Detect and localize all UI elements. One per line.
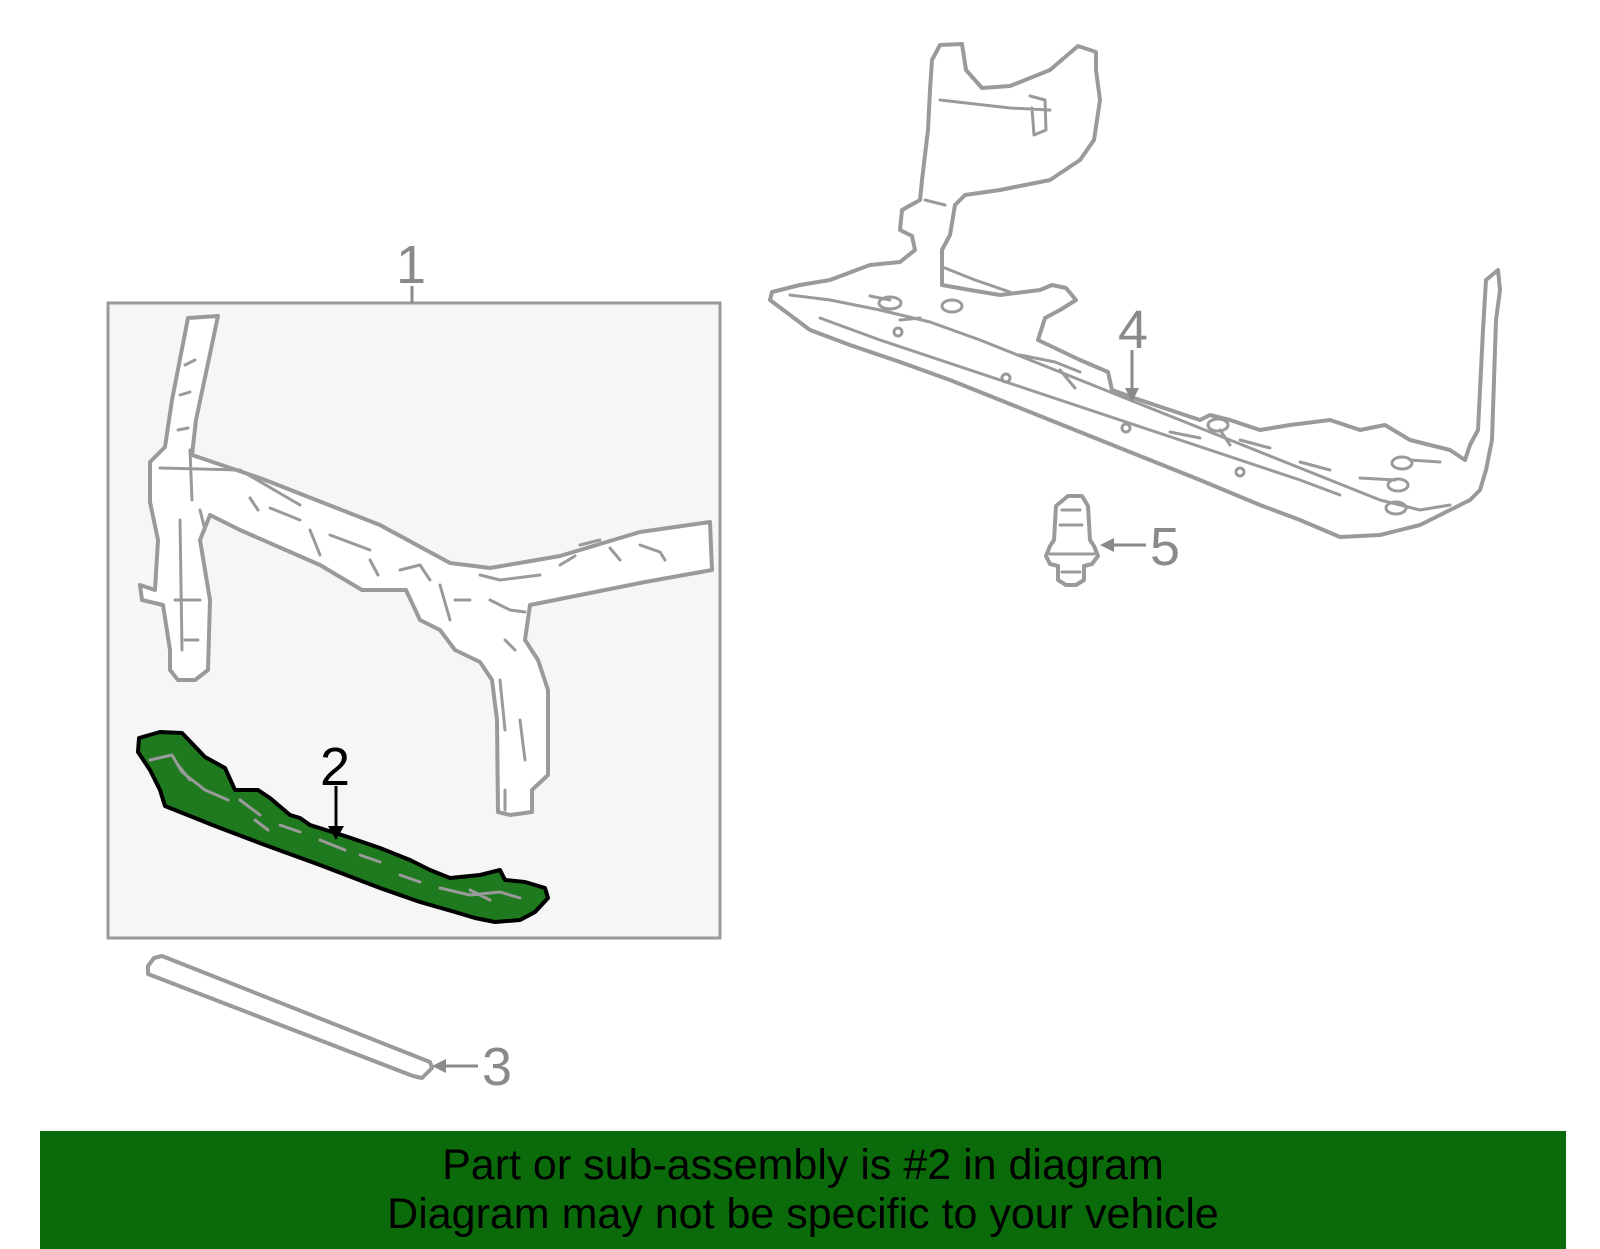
parts-diagram: 1 2 3 4 5 (106, 42, 1502, 1097)
callout-1-label: 1 (396, 235, 426, 295)
callout-2-label: 2 (320, 737, 350, 797)
radiator-support (138, 314, 714, 817)
callout-3-arrowhead (432, 1059, 446, 1073)
seal-strip (146, 954, 434, 1080)
callout-3-label: 3 (482, 1037, 512, 1097)
callout-5-arrowhead (1100, 538, 1114, 552)
callout-5-label: 5 (1150, 517, 1180, 577)
clip-fastener (1044, 494, 1100, 587)
banner-line-2: Diagram may not be specific to your vehi… (387, 1190, 1219, 1238)
info-banner: Part or sub-assembly is #2 in diagram Di… (40, 1131, 1566, 1249)
splash-shield (768, 42, 1502, 539)
banner-line-1: Part or sub-assembly is #2 in diagram (442, 1141, 1164, 1189)
callout-4-arrowhead (1125, 388, 1139, 402)
callout-4-label: 4 (1118, 300, 1148, 360)
highlighted-part-2 (136, 730, 550, 924)
callout-2-arrowhead (328, 826, 344, 840)
lower-brace (136, 730, 550, 924)
